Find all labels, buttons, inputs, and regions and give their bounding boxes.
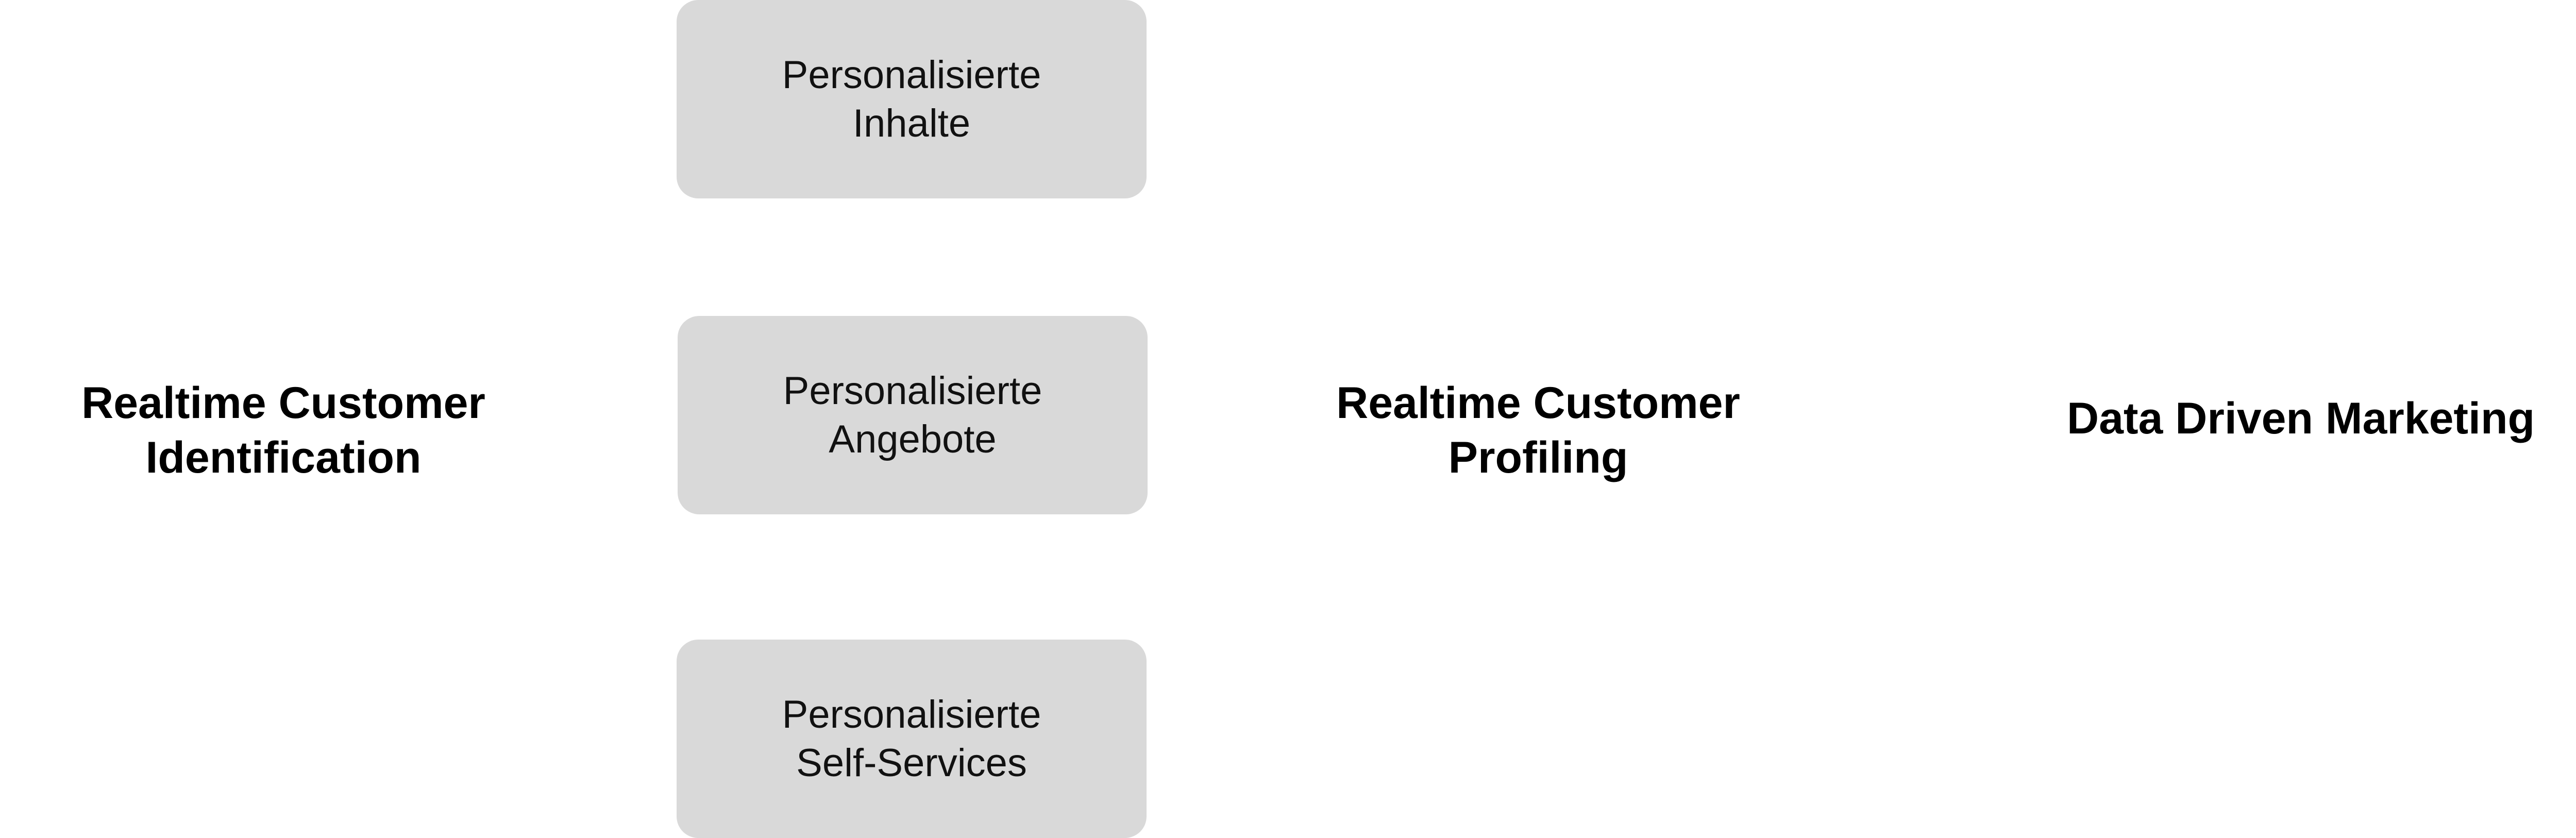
box-angebote-line-1: Personalisierte [783, 368, 1042, 413]
heading-middle-line-1: Realtime Customer [1336, 378, 1740, 428]
box-inhalte-line-1: Personalisierte [782, 53, 1041, 97]
heading-left-line-1: Realtime Customer [81, 378, 485, 428]
box-self-services-line-2: Self-Services [796, 741, 1027, 785]
heading-realtime-customer-identification: Realtime Customer Identification [52, 374, 515, 487]
heading-right-line-1: Data Driven Marketing [2066, 394, 2535, 443]
heading-middle-line-2: Profiling [1448, 433, 1628, 482]
box-personalisierte-angebote: Personalisierte Angebote [678, 316, 1148, 514]
box-personalisierte-inhalte: Personalisierte Inhalte [677, 0, 1147, 198]
box-personalisierte-self-services: Personalisierte Self-Services [677, 640, 1147, 838]
box-inhalte-line-2: Inhalte [852, 101, 971, 145]
heading-data-driven-marketing: Data Driven Marketing [2041, 388, 2561, 449]
box-self-services-line-1: Personalisierte [782, 692, 1041, 736]
heading-left-line-2: Identification [145, 433, 422, 482]
heading-realtime-customer-profiling: Realtime Customer Profiling [1306, 374, 1770, 487]
box-angebote-line-2: Angebote [829, 417, 997, 461]
